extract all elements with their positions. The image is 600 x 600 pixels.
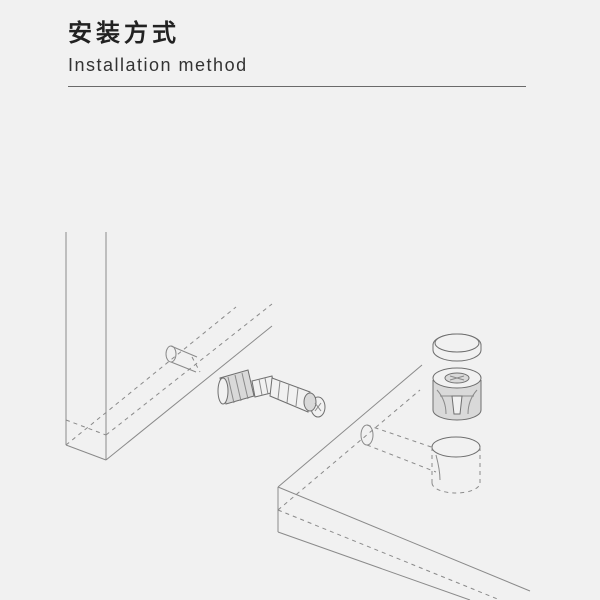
header: 安装方式 Installation method — [68, 18, 526, 76]
connector-bolt-icon — [217, 369, 326, 418]
panel-vertical-icon — [65, 232, 273, 461]
page-subtitle: Installation method — [68, 55, 248, 75]
header-divider — [68, 86, 526, 87]
page-title: 安装方式 — [68, 19, 180, 47]
panel-horizontal-icon — [277, 364, 531, 600]
cam-lock-icon — [432, 333, 482, 421]
